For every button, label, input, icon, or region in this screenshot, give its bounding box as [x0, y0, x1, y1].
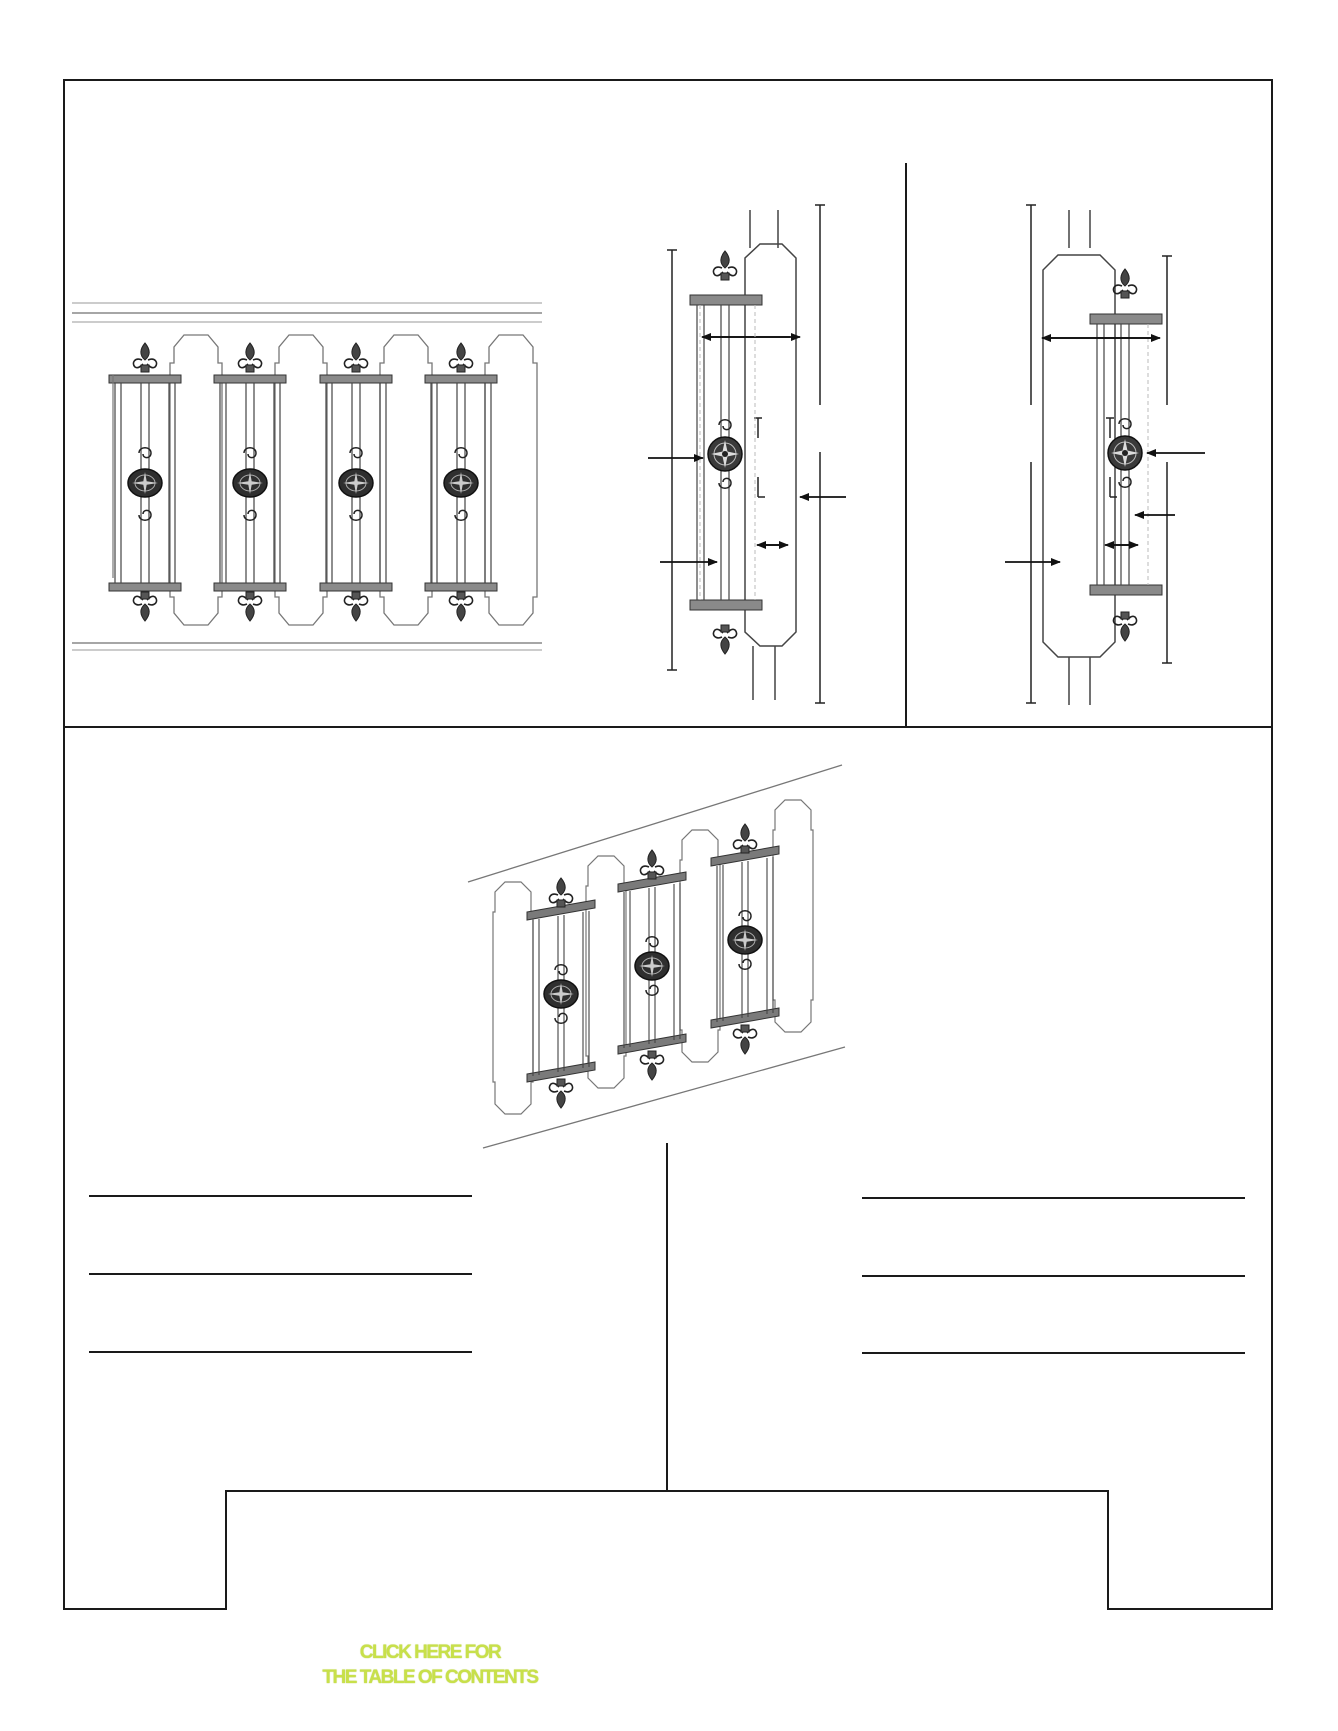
front-elevation-drawing	[72, 302, 542, 651]
toc-link-line-1: CLICK HERE FOR	[359, 1642, 502, 1663]
spec-lines-left	[89, 1195, 472, 1353]
arrow-icon	[648, 333, 846, 566]
sheet-frame	[63, 79, 1273, 1610]
table-of-contents-link[interactable]: CLICK HERE FOR THE TABLE OF CONTENTS	[300, 1640, 560, 1690]
toc-link-line-2: THE TABLE OF CONTENTS	[322, 1667, 539, 1688]
baluster-detail-b	[1005, 204, 1205, 705]
baluster-detail-a	[648, 204, 846, 704]
spec-lines-right	[862, 1197, 1245, 1354]
arrow-icon	[1005, 334, 1205, 566]
stair-isometric-drawing	[467, 764, 846, 1149]
medallion-icon	[109, 343, 497, 621]
